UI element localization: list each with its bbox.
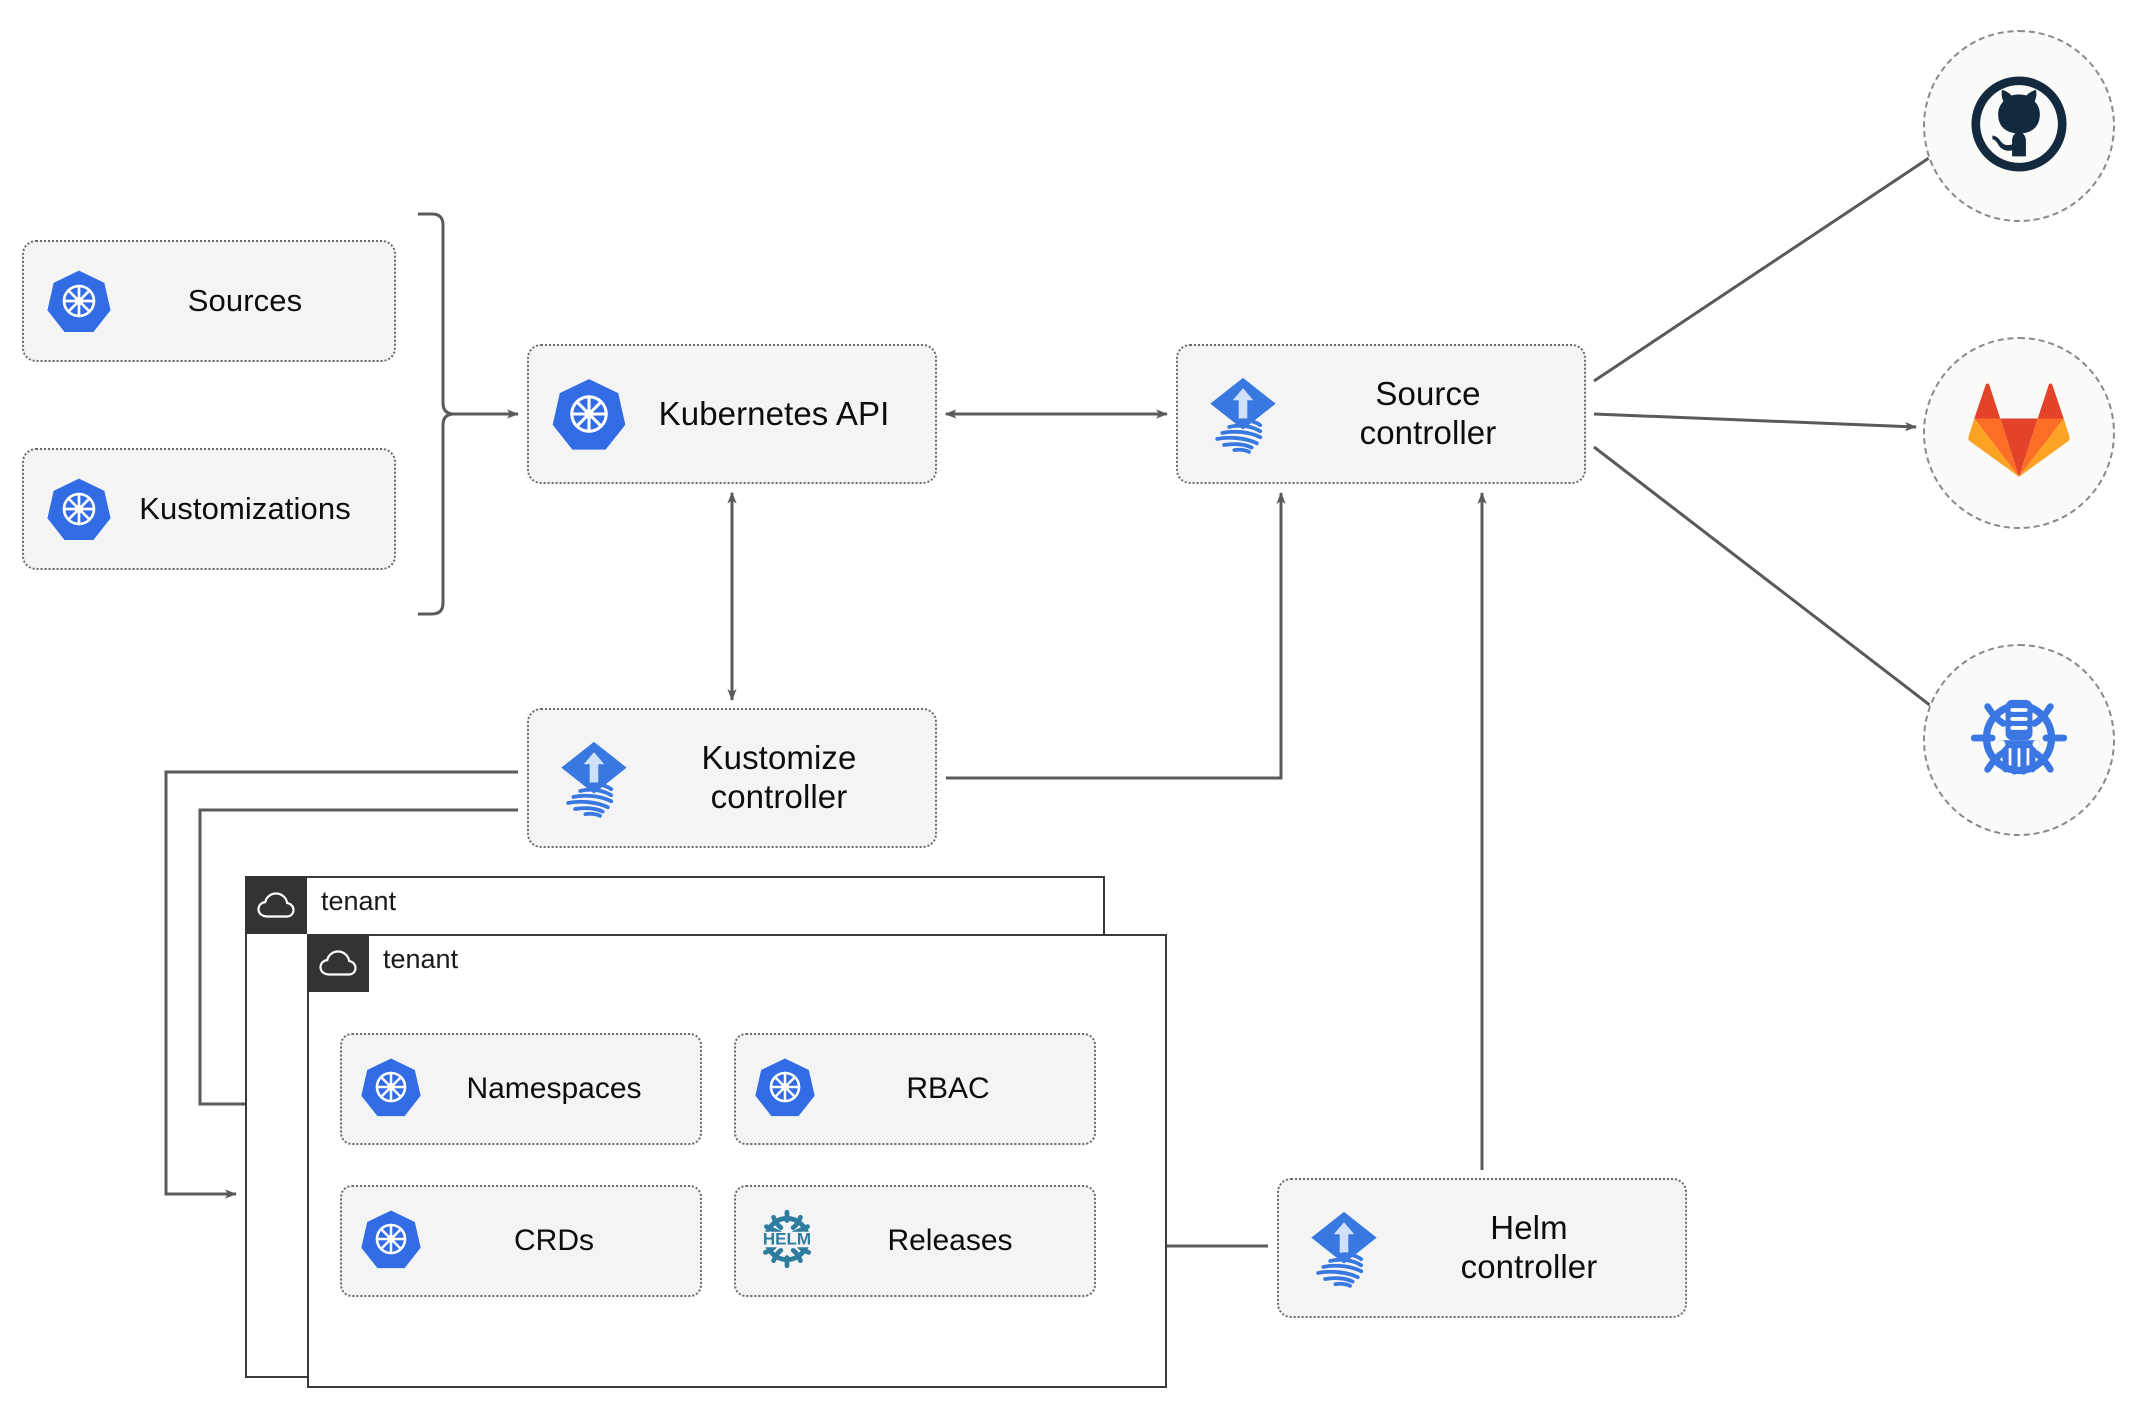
edge-srcctrl-gitlab xyxy=(1593,412,1917,432)
kubernetes-icon xyxy=(551,376,627,452)
tile-namespaces[interactable]: Namespaces xyxy=(340,1033,702,1145)
helm-icon: HELM xyxy=(754,1206,820,1277)
kubernetes-icon xyxy=(360,1056,422,1123)
gitlab-icon xyxy=(1967,381,2071,486)
node-label: Kustomizations xyxy=(139,490,351,526)
node-label: Sources xyxy=(187,282,303,318)
repo-github[interactable] xyxy=(1923,30,2115,222)
tenant-label: tenant xyxy=(383,944,459,974)
flux-icon xyxy=(1301,1205,1387,1291)
cloud-icon xyxy=(306,933,369,992)
node-kustomize-controller[interactable]: Kustomize controller xyxy=(527,708,937,848)
kubernetes-icon xyxy=(754,1056,816,1123)
tile-label: CRDs xyxy=(514,1224,594,1257)
node-kubernetes-api[interactable]: Kubernetes API xyxy=(527,344,937,484)
edge-srcctrl-github xyxy=(1593,146,1945,383)
node-label: Kustomize controller xyxy=(701,739,857,815)
node-sources[interactable]: Sources xyxy=(22,240,396,362)
flux-icon xyxy=(1200,371,1286,457)
node-label: Helm controller xyxy=(1460,1209,1598,1285)
tile-label: RBAC xyxy=(906,1072,990,1105)
node-kustomizations[interactable]: Kustomizations xyxy=(22,448,396,570)
cloud-icon xyxy=(244,875,307,934)
edge-kusctrl-tenant-outer xyxy=(164,770,518,1199)
kubernetes-icon xyxy=(360,1208,422,1275)
edge-kusctrl-srcctrl xyxy=(946,492,1286,780)
tile-crds[interactable]: CRDs xyxy=(340,1185,702,1297)
tile-rbac[interactable]: RBAC xyxy=(734,1033,1096,1145)
edge-srcctrl-bucket xyxy=(1593,445,1945,718)
flux-icon xyxy=(551,735,637,821)
node-source-controller[interactable]: Source controller xyxy=(1176,344,1586,484)
node-label: Source controller xyxy=(1359,375,1497,451)
edge-bracket-left xyxy=(418,212,455,616)
tenant-label: tenant xyxy=(321,886,397,916)
repo-chart-repository[interactable] xyxy=(1923,644,2115,836)
kubernetes-icon xyxy=(46,476,112,542)
tile-label: Releases xyxy=(887,1224,1013,1257)
node-helm-controller[interactable]: Helm controller xyxy=(1277,1178,1687,1318)
tile-label: Namespaces xyxy=(466,1072,642,1105)
tenant-container-inner[interactable]: tenant xyxy=(306,933,1167,1388)
kubernetes-icon xyxy=(46,268,112,334)
node-label: Kubernetes API xyxy=(658,394,890,432)
github-icon xyxy=(1965,70,2073,183)
helm-chart-repository-icon xyxy=(1963,682,2075,799)
tile-releases[interactable]: HELM Releases xyxy=(734,1185,1096,1297)
repo-gitlab[interactable] xyxy=(1923,337,2115,529)
helm-wordmark: HELM xyxy=(763,1229,811,1248)
